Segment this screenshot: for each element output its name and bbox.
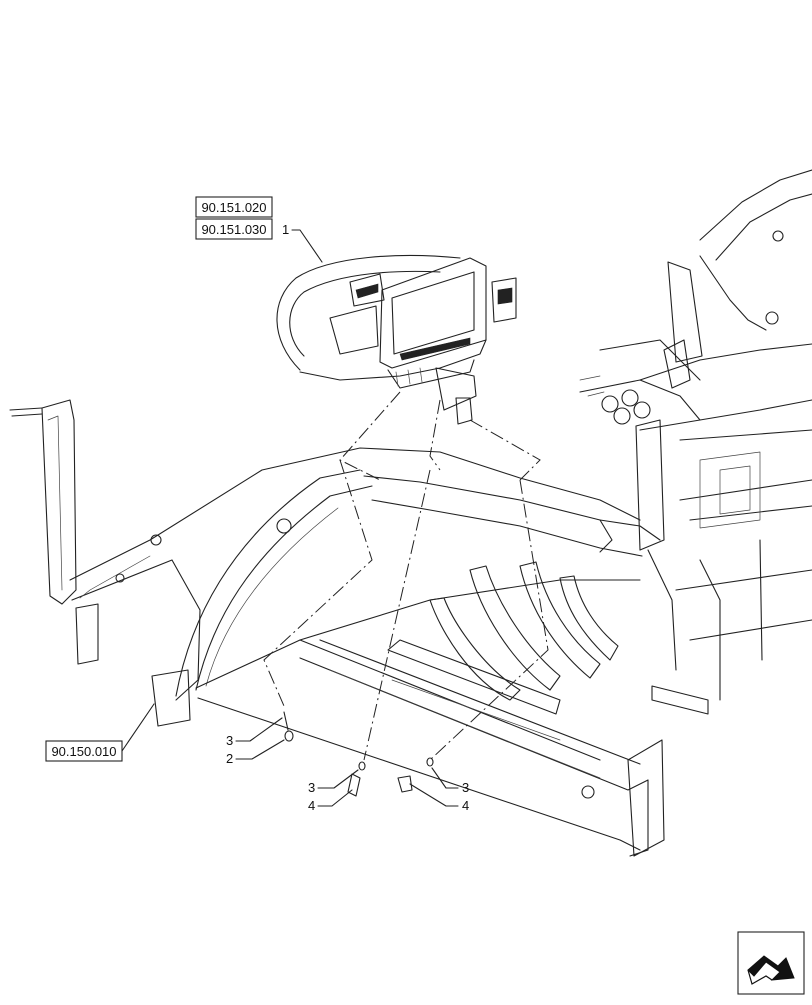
leader-ref-3 (121, 703, 155, 752)
leader-3a (235, 717, 283, 742)
leader-3c (431, 767, 459, 789)
callout-3a: 3 (226, 733, 233, 748)
callout-3c: 3 (462, 780, 469, 795)
reference-text-3[interactable]: 90.150.010 (51, 744, 116, 759)
leader-4a (317, 789, 353, 807)
leader-2 (235, 739, 285, 760)
leader-4b (409, 783, 459, 807)
reference-box-1[interactable] (195, 196, 273, 218)
next-page-arrow-icon[interactable] (737, 931, 805, 995)
callout-4b: 4 (462, 798, 469, 813)
callouts: 1 3 2 3 4 3 4 (226, 222, 469, 813)
reference-text-2[interactable]: 90.151.030 (201, 222, 266, 237)
callout-3b: 3 (308, 780, 315, 795)
reference-text-1[interactable]: 90.151.020 (201, 200, 266, 215)
callout-1: 1 (282, 222, 289, 237)
leader-3b (317, 769, 359, 789)
hardware-parts (283, 711, 434, 797)
reference-box-2[interactable] (195, 218, 273, 240)
display-monitor (276, 254, 517, 425)
reference-labels: 90.151.020 90.151.030 90.150.010 (45, 196, 273, 762)
cab-structure (579, 169, 812, 715)
callout-2: 2 (226, 751, 233, 766)
assembly-lines (263, 391, 549, 761)
callout-4a: 4 (308, 798, 315, 813)
leader-1 (291, 229, 323, 263)
chassis-frame (9, 399, 677, 857)
